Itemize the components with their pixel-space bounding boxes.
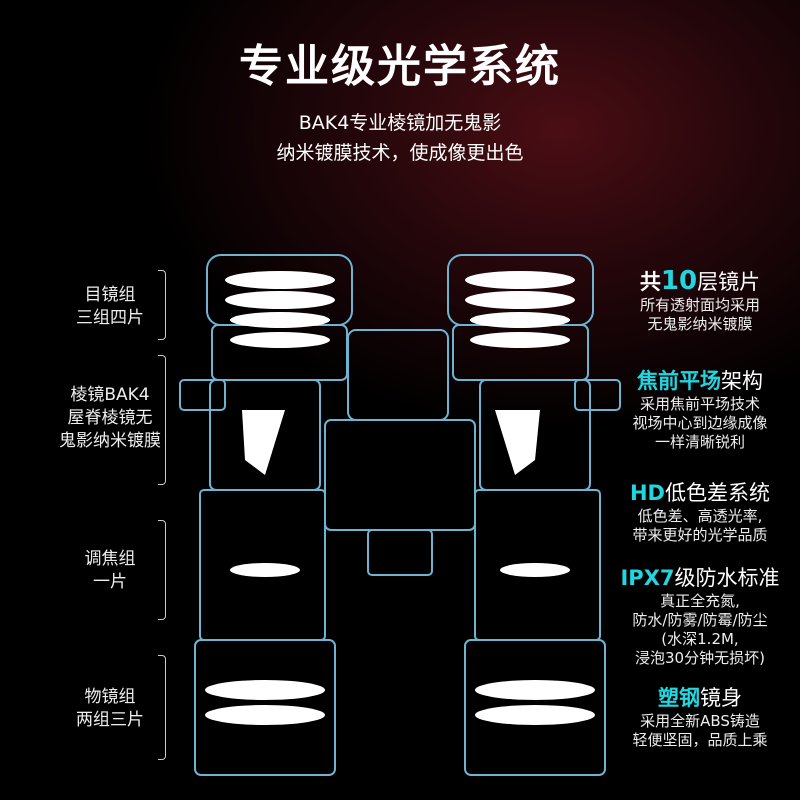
lenses	[205, 271, 595, 725]
feature-flat-field: 焦前平场架构 采用焦前平场技术视场中心到边缘成像一样清晰锐利	[632, 369, 768, 451]
bracket	[158, 355, 166, 485]
bracket	[158, 655, 166, 760]
feature-body: 塑钢镜身 采用全新ABS铸造轻便坚固，品质上乘	[632, 686, 768, 749]
label-objective: 物镜组两组三片	[76, 687, 144, 730]
label-focus: 调焦组一片	[84, 549, 136, 592]
feature-lens-count: 共10层镜片 所有透射面均采用无鬼影纳米镀膜	[639, 266, 761, 334]
page-title: 专业级光学系统	[239, 41, 561, 92]
bracket	[158, 270, 166, 340]
bracket	[158, 520, 166, 620]
feature-waterproof: IPX7级防水标准 真正全充氮,防水/防雾/防霉/防尘(水深1.2M,浸泡30分…	[620, 566, 780, 667]
bridge	[324, 329, 476, 576]
feature-hd: HD低色差系统 低色差、高透光率,带来更好的光学品质	[629, 481, 770, 544]
label-eyepiece: 目镜组三组四片	[76, 285, 144, 328]
subtitle-line-1: BAK4专业棱镜加无鬼影	[298, 112, 502, 134]
subtitle-line-2: 纳米镀膜技术，使成像更出色	[276, 142, 524, 164]
right-barrel	[447, 254, 621, 776]
